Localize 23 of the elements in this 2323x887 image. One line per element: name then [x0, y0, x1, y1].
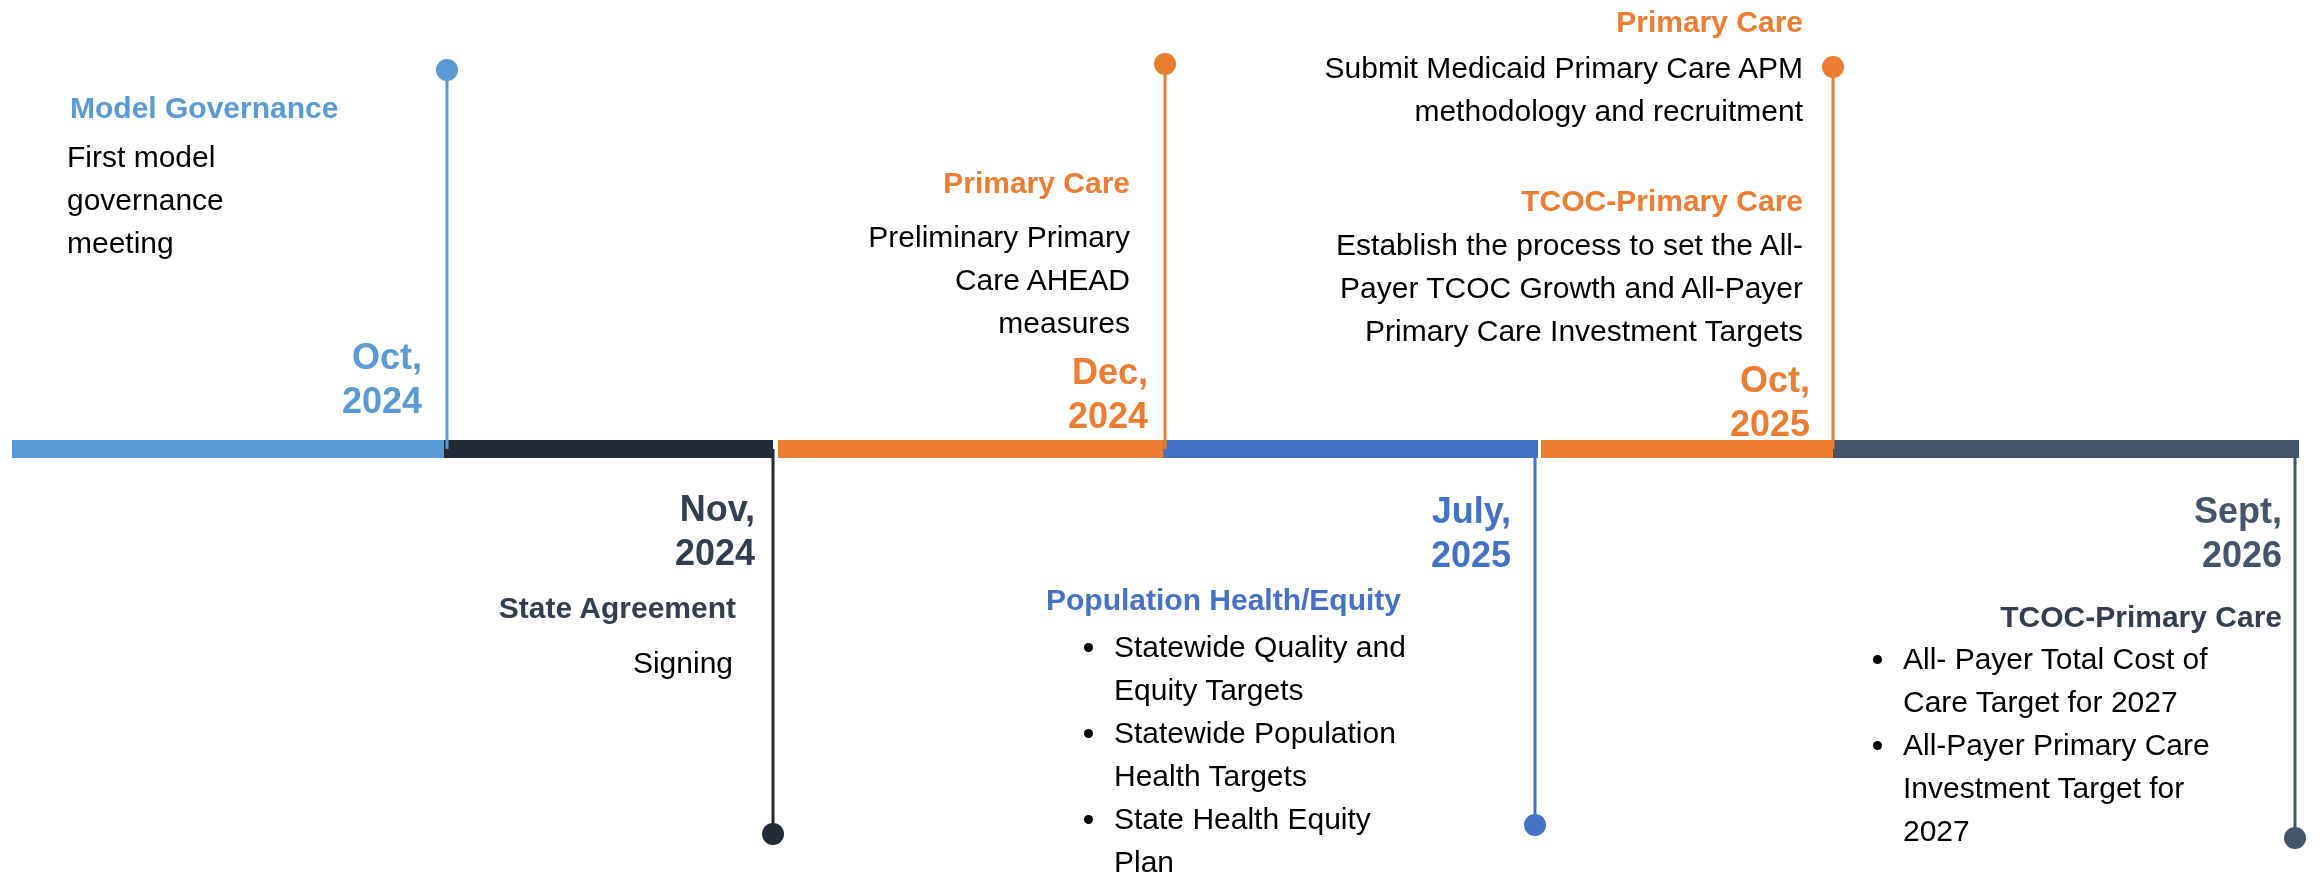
milestone-heading: Model Governance — [70, 90, 340, 126]
milestone-description: Signing — [631, 645, 733, 681]
milestone-description: Submit Medicaid Primary Care APM methodology and recruitment — [1323, 50, 1803, 129]
milestone-heading: State Agreement — [497, 590, 736, 626]
date-label: Sept, 2026 — [2193, 489, 2282, 577]
bullet-item: State Health Equity Plan — [1072, 797, 1434, 883]
milestone-heading: TCOC-Primary Care — [1999, 599, 2282, 635]
bullet-item: All-Payer Primary Care Investment Target for 2027 — [1861, 723, 2233, 852]
date-label: Oct, 2025 — [1728, 358, 1810, 446]
milestone-heading: Primary Care — [1615, 4, 1803, 40]
date-label: Dec, 2024 — [1066, 350, 1148, 438]
milestone-heading: Population Health/Equity — [1046, 582, 1402, 618]
milestone-description: First model governance meeting — [67, 139, 225, 261]
bullet-item: All- Payer Total Cost of Care Target for 2027 — [1861, 637, 2233, 723]
bullet-item: Statewide Population Health Targets — [1072, 711, 1434, 797]
date-label: July, 2025 — [1429, 489, 1511, 577]
milestone-description: Establish the process to set the All-Payer TCOC Growth and All-Payer Primary Care Investment Targets — [1335, 227, 1803, 349]
bullet-item: Statewide Quality and Equity Targets — [1072, 625, 1434, 711]
date-label: Oct, 2024 — [340, 335, 422, 423]
milestone-heading: TCOC-Primary Care — [1520, 183, 1803, 219]
milestone-description: Preliminary Primary Care AHEAD measures — [867, 219, 1130, 341]
date-label: Nov, 2024 — [673, 487, 755, 575]
milestone-heading: Primary Care — [942, 165, 1130, 201]
